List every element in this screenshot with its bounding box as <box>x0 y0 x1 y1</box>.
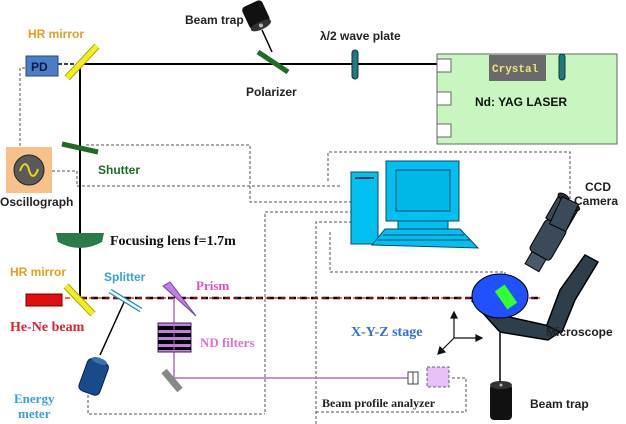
beam-profile-analyzer <box>407 366 450 388</box>
laser-label: Nd: YAG LASER <box>475 95 567 109</box>
cable-computer-ccd <box>327 151 571 200</box>
energy-meter <box>78 357 109 396</box>
ccd-label-line2: Camera <box>574 194 618 208</box>
nd-yag-laser: Crystal Nd: YAG LASER <box>436 53 618 145</box>
signal-cables <box>19 67 571 424</box>
he-ne-label: He-Ne beam <box>10 320 85 335</box>
focusing-lens-label: Focusing lens f=1.7m <box>110 234 236 249</box>
nd-filters <box>157 322 192 353</box>
beam-profile-analyzer-label: Beam profile analyzer <box>322 396 436 410</box>
cable-oscillograph-computer <box>52 170 340 187</box>
prism <box>162 281 197 317</box>
focusing-lens <box>56 233 104 248</box>
beam-trap-bottom-label: Beam trap <box>530 397 589 411</box>
xyz-stage-label: X-Y-Z stage <box>351 325 422 340</box>
oscillograph: Oscillograph <box>0 147 73 209</box>
shutter-label: Shutter <box>98 163 140 177</box>
wave-plate-label: λ/2 wave plate <box>320 29 401 43</box>
computer-icon <box>350 160 480 249</box>
prism-label: Prism <box>196 278 229 293</box>
shutter <box>61 141 99 155</box>
turning-mirror <box>161 368 183 393</box>
energy-meter-label-line2: meter <box>18 406 51 421</box>
cable-pd-oscillograph <box>19 67 30 148</box>
pd-label: PD <box>31 60 48 74</box>
microscope-label: Microscope <box>546 325 613 339</box>
cable-shutter-computer <box>86 144 352 203</box>
microscope: Microscope <box>471 192 613 341</box>
hr-mirror-bottom-label: HR mirror <box>10 265 66 279</box>
splitter-label: Splitter <box>104 270 146 284</box>
crystal-label: Crystal <box>492 64 539 76</box>
he-ne-laser <box>25 293 63 307</box>
polarizer <box>256 49 290 75</box>
polarizer-label: Polarizer <box>246 85 297 99</box>
energy-meter-label-line1: Energy <box>14 391 55 406</box>
beam-trap-top: Beam trap <box>185 0 273 53</box>
wave-plate <box>351 49 359 80</box>
hr-mirror-top-face <box>65 44 99 80</box>
energy-beam <box>99 299 126 356</box>
cable-energy-meter <box>87 395 265 415</box>
cable-analyzer <box>316 377 467 413</box>
nd-filters-label: ND filters <box>200 335 255 350</box>
hr-mirror-top-label: HR mirror <box>28 27 84 41</box>
beam-trap-bottom <box>490 381 512 420</box>
ccd-label-line1: CCD <box>585 180 611 194</box>
xyz-axes-icon <box>437 310 484 355</box>
cable-energy-computer <box>264 211 352 412</box>
cable-analyzer-computer <box>315 221 352 424</box>
oscillograph-label: Oscillograph <box>0 195 73 209</box>
beam-trap-top-label: Beam trap <box>185 13 244 27</box>
photodiode: PD <box>25 55 59 77</box>
